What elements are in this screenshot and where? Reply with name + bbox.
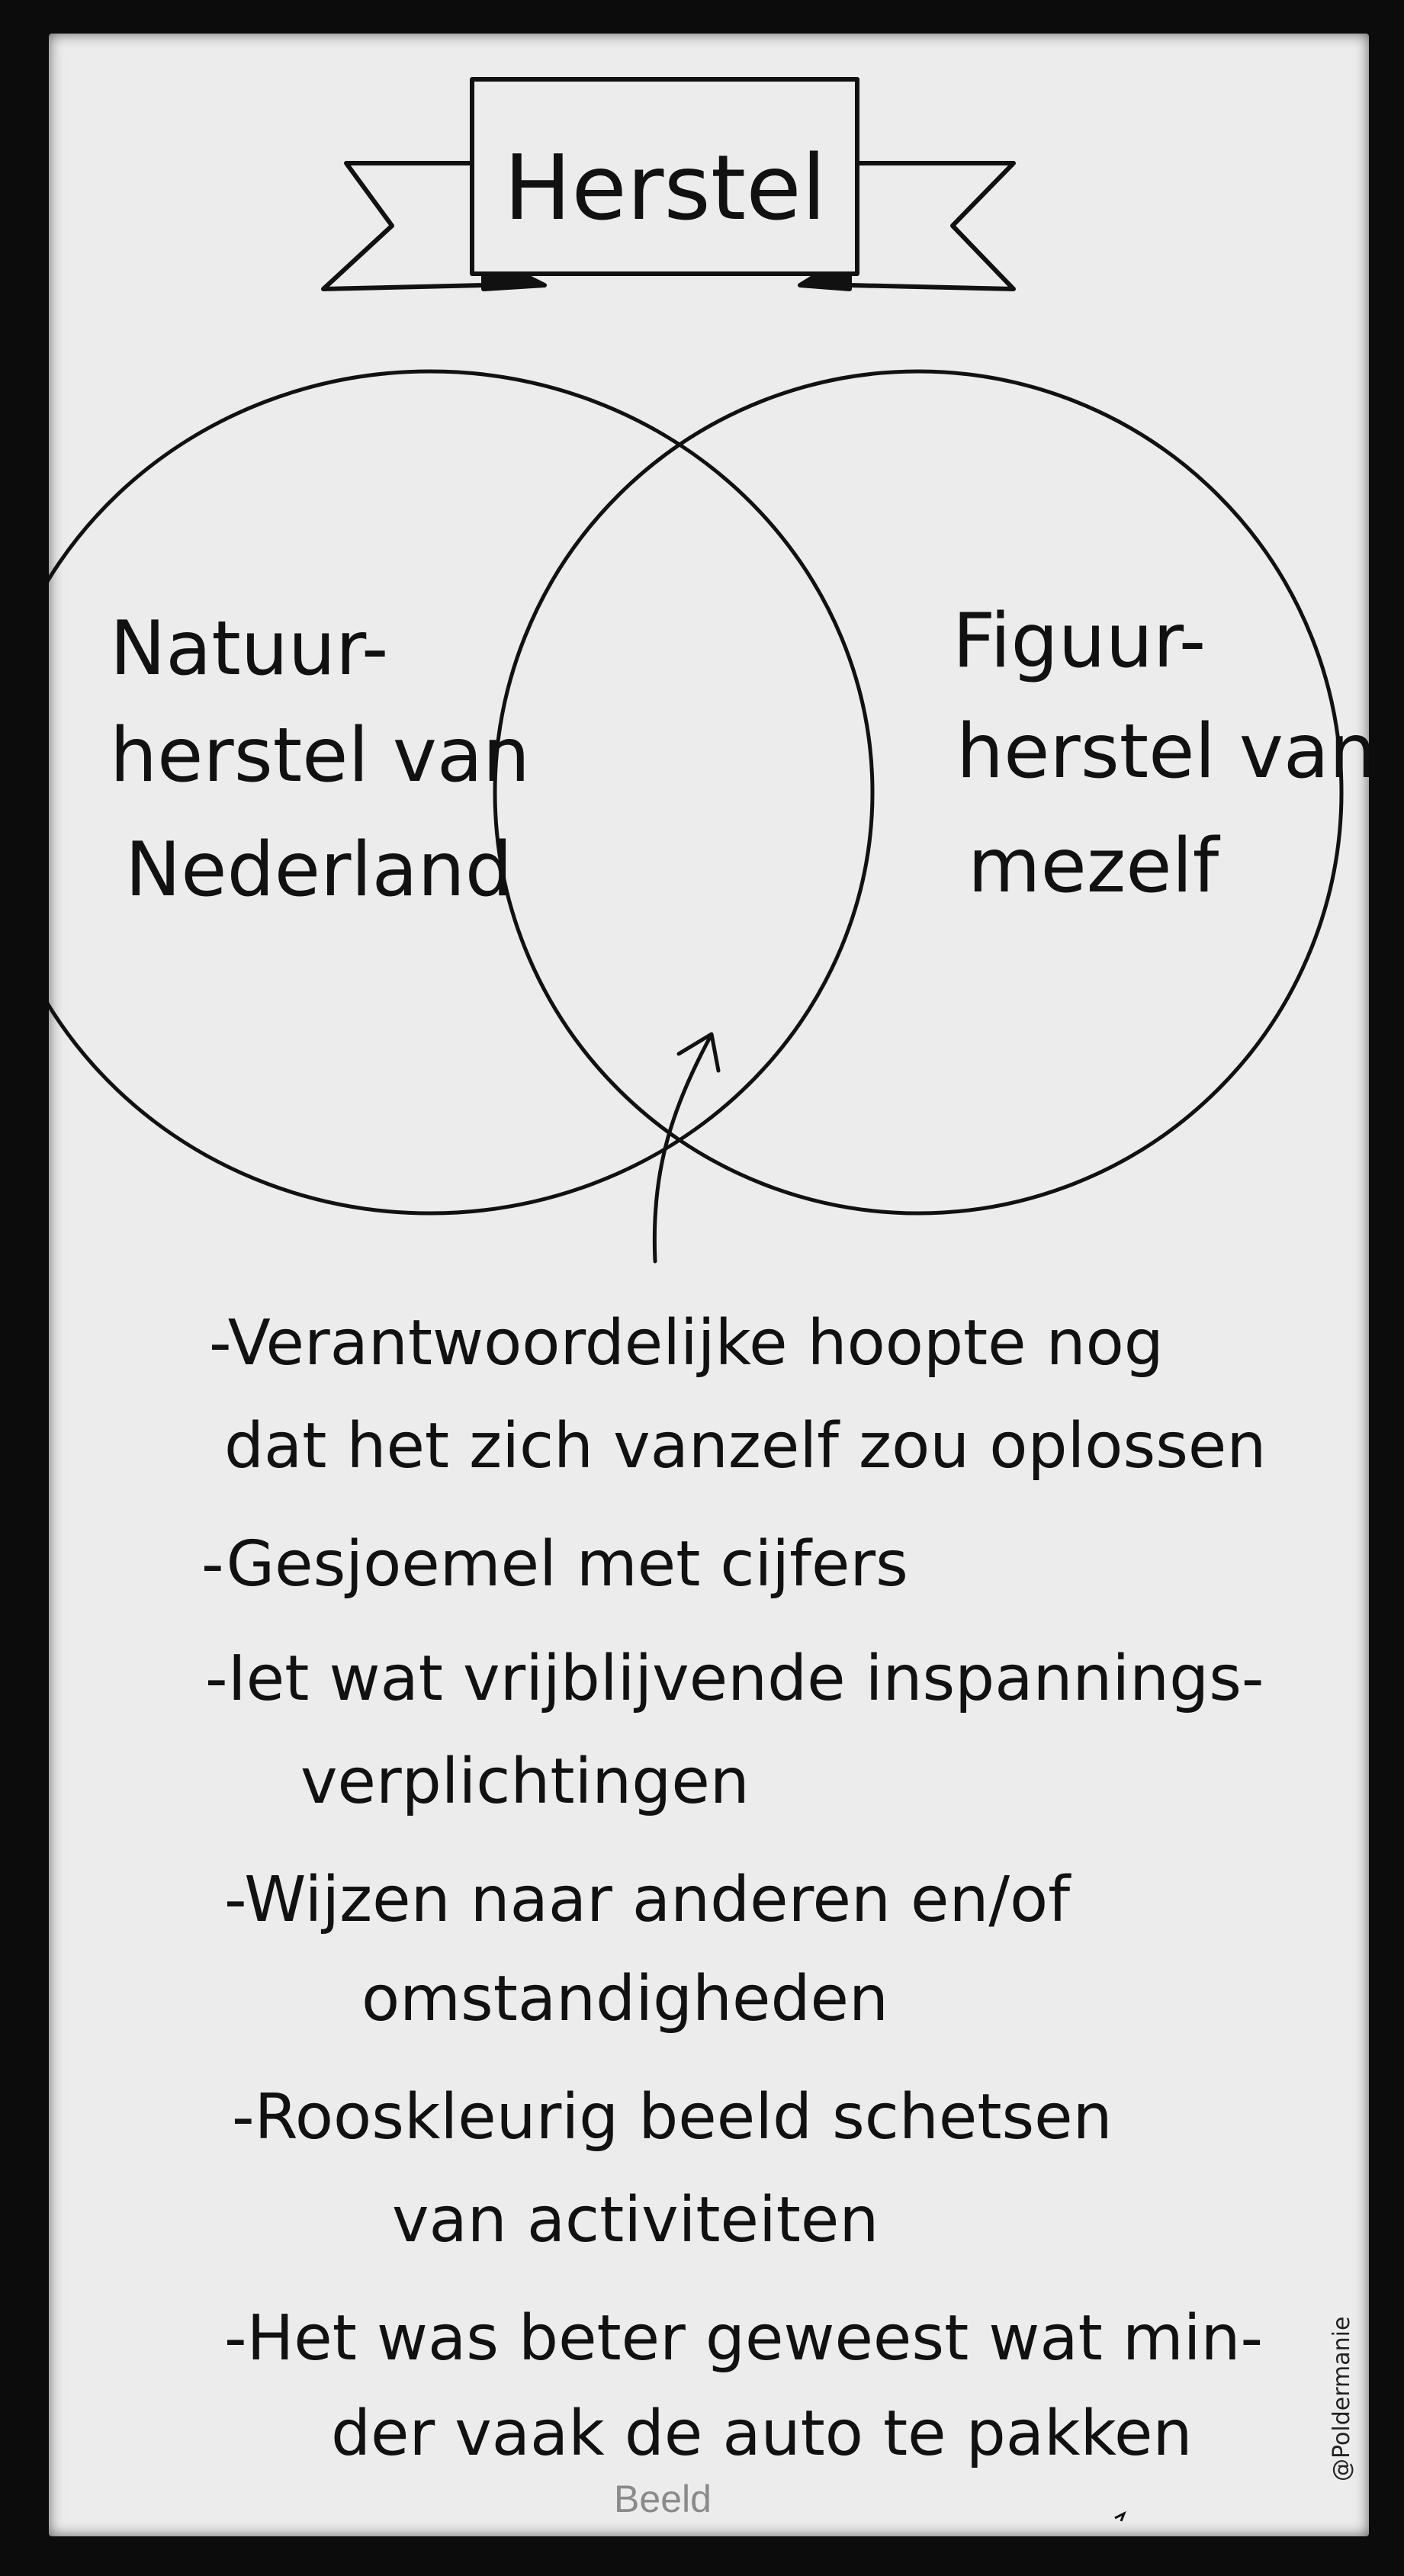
drawing-paper: Herstel Natuur- herstel van Nederland Fi… — [49, 34, 1369, 2536]
list-item-line: -Rooskleurig beeld schetsen — [232, 2081, 1113, 2154]
left-circle-line: Nederland — [125, 827, 512, 914]
reasons-list: -Verantwoordelijke hoopte nog dat het zi… — [201, 1307, 1266, 2470]
right-circle-label: Figuur- herstel van mezelf — [953, 598, 1369, 910]
pen-mark — [1114, 2510, 1126, 2522]
list-item-line: -Verantwoordelijke hoopte nog — [209, 1307, 1164, 1380]
banner-right-tail — [847, 161, 1016, 291]
banner-plate — [470, 77, 859, 276]
right-circle-line: herstel van — [956, 708, 1369, 795]
list-item-line: -Iet wat vrijblijvende inspannings- — [205, 1643, 1264, 1715]
venn-left-circle — [49, 369, 875, 1216]
list-item-line: der vaak de auto te pakken — [331, 2398, 1192, 2470]
right-circle-line: mezelf — [968, 823, 1221, 910]
arrow-shaft — [652, 1036, 712, 1264]
list-item-line: -Gesjoemel met cijfers — [201, 1528, 908, 1601]
title-banner — [321, 77, 1016, 291]
intersection-arrow — [652, 1032, 721, 1264]
arrow-head — [676, 1032, 721, 1073]
right-circle-line: Figuur- — [953, 598, 1206, 685]
list-item-line: -Het was beter geweest wat min- — [224, 2302, 1263, 2375]
image-caption: Beeld — [614, 2478, 712, 2520]
list-item-line: dat het zich vanzelf zou oplossen — [224, 1410, 1266, 1482]
list-item-line: verplichtingen — [300, 1746, 750, 1818]
title-text: Herstel — [504, 135, 827, 240]
left-circle-line: herstel van — [110, 712, 530, 799]
left-circle-line: Natuur- — [110, 605, 388, 692]
list-item-line: omstandigheden — [361, 1963, 888, 2035]
banner-left-tail — [321, 161, 486, 291]
list-item-line: van activiteiten — [392, 2184, 879, 2256]
venn-circles — [49, 369, 1344, 1216]
left-circle-label: Natuur- herstel van Nederland — [110, 605, 530, 914]
venn-illustration: Herstel Natuur- herstel van Nederland Fi… — [49, 77, 1369, 2522]
venn-right-circle — [493, 369, 1344, 1216]
artist-signature: @Poldermanie — [1328, 2317, 1355, 2481]
list-item-line: -Wijzen naar anderen en/of — [224, 1864, 1071, 1936]
